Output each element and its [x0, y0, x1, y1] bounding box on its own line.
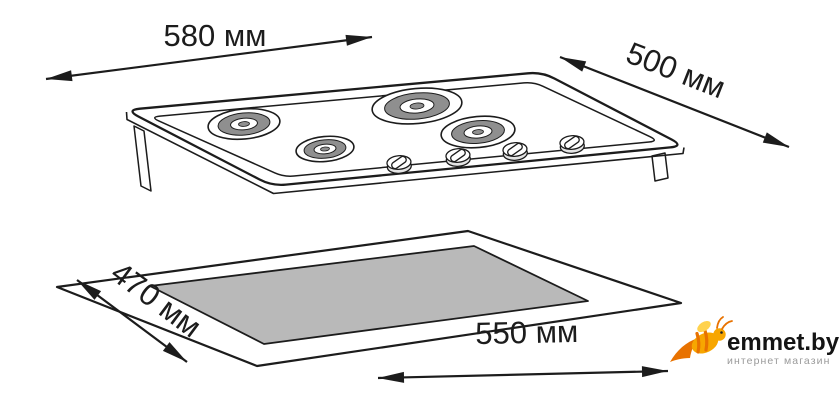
dim-550-label: 550 мм	[475, 314, 579, 351]
bee-antenna	[716, 316, 724, 329]
arrowhead-icon	[378, 371, 405, 383]
burner-right	[440, 115, 516, 149]
bee-antenna	[721, 320, 733, 330]
knob-4	[559, 134, 585, 154]
burner-cap	[238, 121, 250, 127]
arrowhead-icon	[641, 366, 668, 378]
knob-grip	[450, 148, 466, 163]
dimension-line	[45, 35, 373, 81]
burner-cap	[320, 146, 330, 152]
knob-1	[386, 154, 412, 174]
brand-name: emmet.by	[727, 329, 840, 356]
bee-head	[713, 328, 726, 341]
burner-cap	[409, 102, 425, 110]
brand-tagline: интернет магазин	[727, 355, 831, 367]
burner-front	[295, 135, 355, 163]
bee-stripe	[695, 331, 701, 354]
bee-tail-swoosh	[670, 338, 698, 362]
arrowhead-icon	[560, 57, 587, 72]
hob-edge-thickness	[125, 111, 685, 195]
knob-3	[502, 141, 528, 161]
hob-inner-rim	[154, 82, 655, 177]
bee-stripe	[703, 328, 709, 352]
arrowhead-icon	[162, 342, 187, 362]
bee-icon	[670, 316, 733, 362]
arrowhead-icon	[345, 34, 372, 46]
store-logo: emmet.by интернет магазин	[670, 316, 840, 367]
arrowhead-icon	[46, 70, 73, 82]
hob-top-panel	[131, 71, 679, 186]
bee-eye	[720, 331, 723, 334]
burner-rear	[371, 87, 463, 125]
knob-2	[445, 147, 471, 167]
burner-cap	[472, 129, 484, 135]
arrowhead-icon	[762, 132, 789, 147]
burner-left	[207, 107, 281, 141]
hob-underbox-left-side	[133, 125, 152, 192]
hob	[125, 71, 685, 195]
dim-580-arrow: 580 мм	[45, 18, 373, 82]
dim-550-arrow: 550 мм	[377, 314, 669, 383]
knob-grip	[564, 135, 580, 150]
dimension-line	[559, 55, 790, 149]
dim-580-label: 580 мм	[164, 18, 267, 53]
countertop-cutout	[55, 229, 683, 368]
knob-grip	[507, 142, 523, 157]
arrowhead-icon	[77, 280, 102, 300]
knob-grip	[391, 155, 407, 170]
hob-underbox-right-side	[651, 152, 669, 182]
bee-wing	[697, 320, 711, 333]
dim-500-label: 500 мм	[622, 35, 731, 105]
dimension-line	[377, 369, 669, 380]
cutout-hole	[149, 245, 589, 345]
